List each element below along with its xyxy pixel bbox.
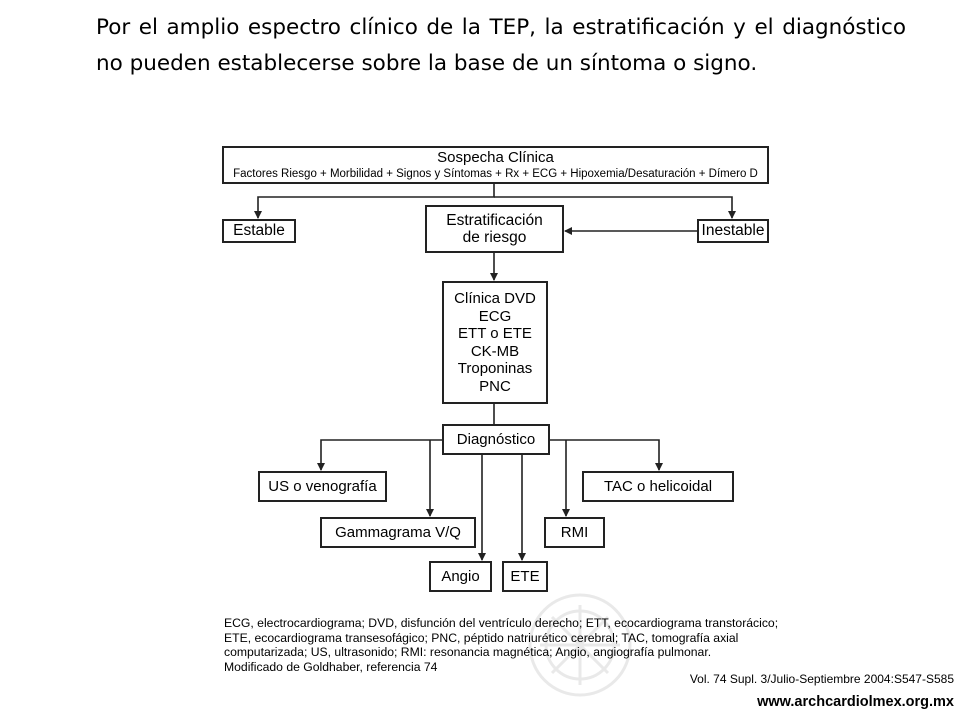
journal-website: www.archcardiolmex.org.mx	[757, 694, 954, 710]
stratification-box: Estratificación de riesgo	[425, 205, 564, 253]
watermark-emblem	[528, 593, 632, 697]
tac-label: TAC o helicoidal	[603, 478, 713, 495]
rmi-box: RMI	[544, 517, 605, 548]
connector-diagnosis-branch-right	[550, 439, 663, 471]
angio-box: Angio	[429, 561, 492, 592]
diagnosis-box: Diagnóstico	[442, 424, 550, 455]
footnote: ECG, electrocardiograma; DVD, disfunción…	[224, 616, 784, 674]
us-venography-label: US o venografía	[268, 478, 377, 495]
suspicion-factors: Factores Riesgo + Morbilidad + Signos y …	[233, 167, 758, 180]
unstable-label: Inestable	[701, 222, 765, 240]
rmi-label: RMI	[560, 524, 589, 541]
connector-suspicion-to-unstable	[494, 196, 736, 219]
gammagram-label: Gammagrama V/Q	[335, 524, 461, 541]
tac-box: TAC o helicoidal	[582, 471, 734, 502]
evaluation-item: ECG	[478, 307, 512, 325]
gammagram-box: Gammagrama V/Q	[320, 517, 476, 548]
ete-label: ETE	[510, 568, 540, 585]
evaluation-item: ETT o ETE	[458, 325, 532, 342]
unstable-box: Inestable	[697, 219, 769, 243]
stable-box: Estable	[222, 219, 296, 243]
us-venography-box: US o venografía	[258, 471, 387, 502]
evaluation-box: Clínica DVD ECG ETT o ETE CK-MB Troponin…	[442, 281, 548, 404]
evaluation-item: Troponinas	[457, 360, 533, 377]
stratification-line1: Estratificación	[446, 211, 543, 229]
angio-label: Angio	[441, 568, 480, 585]
footnote-abbreviations: ECG, electrocardiograma; DVD, disfunción…	[224, 616, 779, 660]
stable-label: Estable	[233, 222, 285, 240]
evaluation-item: PNC	[479, 377, 511, 395]
evaluation-item: CK-MB	[470, 342, 520, 360]
connector-diagnosis-branch-left	[317, 439, 442, 471]
connector-suspicion-to-stable	[254, 184, 495, 219]
suspicion-title: Sospecha Clínica	[437, 148, 554, 166]
journal-citation: Vol. 74 Supl. 3/Julio-Septiembre 2004:S5…	[689, 672, 954, 686]
footnote-source: Modificado de Goldhaber, referencia 74	[224, 659, 438, 674]
diagnosis-label: Diagnóstico	[456, 431, 536, 448]
intro-paragraph: Por el amplio espectro clínico de la TEP…	[96, 15, 906, 76]
evaluation-item: Clínica DVD	[454, 290, 536, 307]
stratification-line2: de riesgo	[462, 229, 527, 246]
suspicion-box: Sospecha Clínica Factores Riesgo + Morbi…	[222, 146, 769, 184]
ete-box: ETE	[502, 561, 548, 592]
